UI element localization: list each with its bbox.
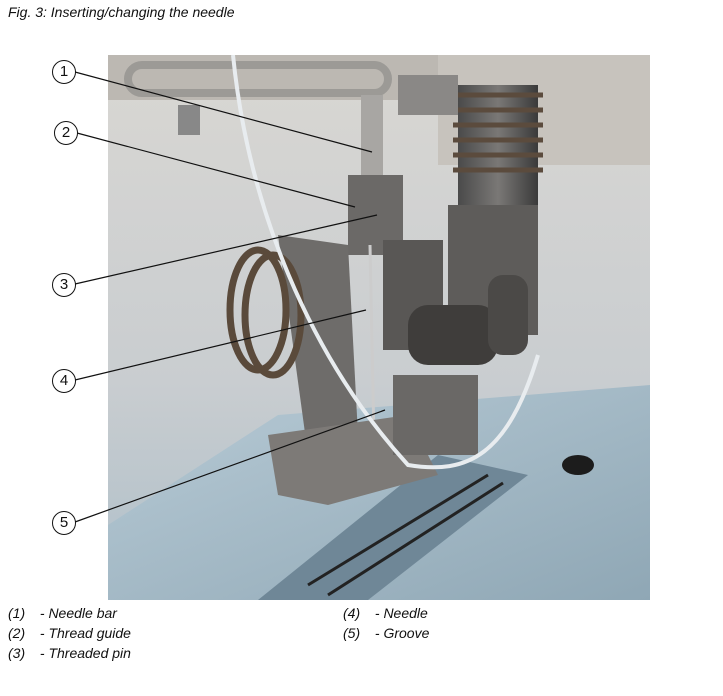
legend-right: (4) - Needle (5) - Groove [343,603,429,643]
legend-item: (3) - Threaded pin [8,645,131,661]
legend-left: (1) - Needle bar (2) - Thread guide (3) … [8,603,131,663]
legend-item: (4) - Needle [343,605,428,621]
legend-item: (5) - Groove [343,625,430,641]
callout-5: 5 [52,511,76,535]
legend-item: (2) - Thread guide [8,625,131,641]
callout-2: 2 [54,121,78,145]
sewing-machine-photo [108,55,650,600]
figure-title: Fig. 3: Inserting/changing the needle [8,4,235,20]
callout-3: 3 [52,273,76,297]
legend-item: (1) - Needle bar [8,605,117,621]
callout-4: 4 [52,369,76,393]
callout-1: 1 [52,60,76,84]
